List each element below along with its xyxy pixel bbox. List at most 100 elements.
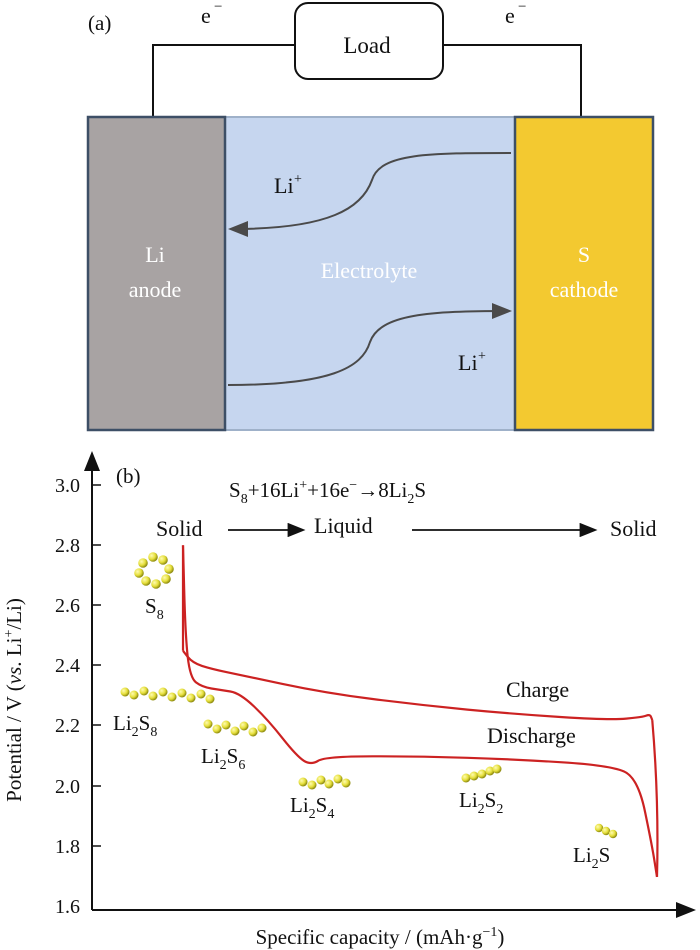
y-axis-title-part: Potential / V ( [2,684,26,802]
atom [594,823,604,833]
discharge-label: Discharge [487,723,576,748]
atom [239,721,249,731]
eq-sup: − [349,478,357,493]
atom [120,687,130,697]
panel-b-label: (b) [116,464,141,488]
species-sub: 4 [327,807,334,822]
species-tail: S [485,788,497,812]
species-main: Li [290,793,309,817]
electron-right-label: e [505,3,515,28]
y-tick-label: 2.4 [55,655,80,677]
eq-part: +16Li [248,478,300,502]
x-axis-title-sup: −1 [482,925,497,940]
y-axis-title-part: . Li [2,637,26,666]
li2s2-molecule [461,764,502,783]
atom [158,687,168,697]
x-axis-title-part: ) [497,925,504,949]
eq-part: →8Li [357,478,407,502]
species-sub: 2 [478,802,485,817]
atom [298,777,308,787]
li-anode [86,115,227,432]
load-label: Load [343,33,391,58]
panel-a-label: (a) [88,11,111,35]
species-sub: 2 [592,857,599,872]
li-ion-top-label: Li [274,173,294,198]
sulfur-atom [138,558,148,568]
electrolyte-label: Electrolyte [321,258,418,283]
species-sub: 2 [309,807,316,822]
species-sub: 2 [132,725,139,740]
atom [203,719,213,729]
atom [257,723,267,733]
y-tick-label: 2.2 [55,715,80,737]
y-axis-title-italic: vs [2,667,26,685]
charge-label: Charge [506,677,569,702]
atom [221,720,231,730]
sulfur-atom [158,555,168,565]
eq-part: S [414,478,426,502]
y-tick-label: 2.8 [55,535,80,557]
li-ion-arrow-to-anode [228,152,512,237]
species-label-li2s6: Li2S6 [201,744,245,773]
cathode-label-line2: cathode [550,277,618,302]
species-tail: S [227,744,239,768]
x-axis-title: Specific capacity / (mAh·g−1) [256,925,505,949]
sulfur-atom [161,574,171,584]
li2s4-molecule [298,774,351,790]
y-axis-title-sup: + [2,630,17,638]
electron-left-label: e [201,3,211,28]
anode-label-line1: Li [145,242,165,267]
atom [196,689,206,699]
sulfur-atom [164,564,174,574]
y-axis-title: Potential / V (vs. Li+/Li) [2,598,26,802]
species-sub: 6 [238,758,245,773]
electron-right-sup: − [518,0,526,15]
species-main: Li [113,711,132,735]
atom [324,779,334,789]
cathode-label-line1: S [578,242,590,267]
atom [485,766,495,776]
atom [333,774,343,784]
x-axis-title-part: Specific capacity / (mAh·g [256,925,483,949]
li2s6-molecule [203,719,267,737]
li-ion-top-sup: + [294,172,302,187]
y-tick-label: 1.6 [55,896,80,918]
eq-sub: 2 [407,492,414,507]
eq-sub: 8 [241,492,248,507]
species-label-li2s8: Li2S8 [113,711,157,740]
reaction-equation: S8+16Li++16e−→8Li2S [229,478,426,507]
atom [212,724,222,734]
species-label-li2s: Li2S [573,843,610,872]
species-sub: 2 [220,758,227,773]
y-tick-label: 1.8 [55,836,80,858]
y-tick-group: 3.0 2.8 2.6 2.4 2.2 2.0 1.8 1.6 [55,475,101,918]
anode-label-line2: anode [129,277,182,302]
species-tail: S [599,843,611,867]
curve-end-link [651,720,659,877]
charge-curve [182,650,654,721]
external-wire-left [152,44,295,117]
atom [230,726,240,736]
species-main: Li [459,788,478,812]
species-label-li2s4: Li2S4 [290,793,334,822]
atom [477,769,487,779]
atom [307,780,317,790]
external-wire-right [443,44,582,117]
atom [492,764,502,774]
li2s8-molecule [120,686,215,704]
li-ion-bottom-label: Li [458,350,478,375]
atom [167,692,177,702]
eq-part: +16e [307,478,349,502]
sulfur-atom [151,579,161,589]
atom [186,693,196,703]
li-ion-bottom-sup: + [478,349,486,364]
curve-group [181,545,659,878]
discharge-curve [181,545,659,878]
atom [601,826,611,836]
species-main: S [145,594,157,618]
y-tick-label: 3.0 [55,475,80,497]
battery-cell [86,115,655,432]
species-sub: 2 [496,802,503,817]
species-main: Li [573,843,592,867]
